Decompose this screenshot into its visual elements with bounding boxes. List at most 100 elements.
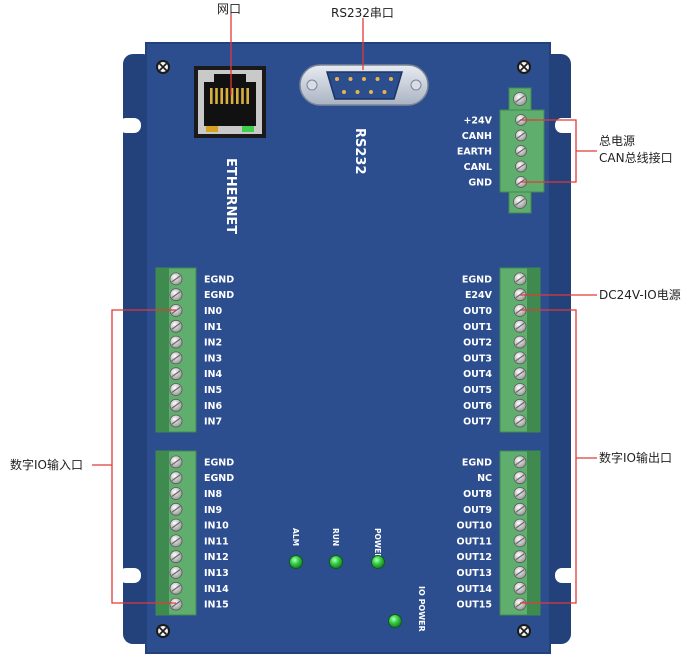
ethernet-pin: [220, 88, 223, 104]
digital-output-annotation: 数字IO输出口: [599, 450, 672, 465]
terminal-pin-label: EGND: [204, 457, 234, 468]
status-led-run: RUN: [329, 528, 343, 569]
rs232-port-annotation: RS232串口: [331, 6, 394, 20]
terminal-pin-label: IN9: [204, 505, 222, 516]
terminal-pin-label: EGND: [462, 274, 492, 285]
ethernet-pin: [246, 88, 249, 104]
terminal-pin-label: IN0: [204, 306, 222, 317]
terminal-pin-label: IN5: [204, 385, 222, 396]
terminal-pin-label: OUT6: [463, 401, 492, 412]
terminal-pin-label: EGND: [462, 457, 492, 468]
led-label: RUN: [331, 528, 340, 546]
left-top-slot: [119, 118, 141, 133]
d9-pin: [389, 77, 393, 81]
terminal-pin-label: OUT1: [463, 322, 492, 333]
terminal-pin-label: IN10: [204, 521, 229, 532]
ethernet-port-annotation: 网口: [217, 2, 241, 16]
terminal-pin-label: IN8: [204, 489, 222, 500]
right-bottom-slot: [555, 568, 577, 583]
power-pin-label: EARTH: [457, 147, 492, 158]
led-label: POWER: [373, 528, 382, 559]
terminal-pin-label: EGND: [204, 274, 234, 285]
d9-pin: [335, 77, 339, 81]
led-indicator: [371, 555, 385, 569]
terminal-pin-label: NC: [477, 473, 492, 484]
terminal-pin-label: E24V: [465, 290, 493, 301]
main-board: [146, 43, 550, 653]
power-pin-label: GND: [468, 178, 492, 189]
terminal-pin-label: OUT13: [457, 568, 493, 579]
terminal-pin-label: IN2: [204, 338, 222, 349]
status-led-power: POWER: [371, 528, 385, 569]
callout-lines: [92, 14, 597, 604]
terminal-pin-label: OUT4: [463, 369, 492, 380]
power-pin-label: CANL: [464, 162, 492, 173]
status-led-alm: ALM: [289, 528, 303, 569]
terminal-pin-label: OUT8: [463, 489, 492, 500]
terminal-pin-label: OUT14: [457, 584, 493, 595]
terminal-pin-label: EGND: [204, 473, 234, 484]
d9-pin: [375, 77, 380, 81]
corner-screw-icon: [156, 624, 170, 638]
terminal-pin-label: IN7: [204, 417, 222, 428]
led-label: ALM: [291, 528, 300, 546]
corner-screw-icon: [156, 60, 170, 74]
corner-screw-icon: [517, 60, 531, 74]
terminal-pin-label: OUT2: [463, 338, 492, 349]
led-indicator: [289, 555, 303, 569]
d9-pin: [362, 77, 366, 81]
terminal-pin-label: IN3: [204, 353, 222, 364]
digital-input-annotation: 数字IO输入口: [10, 457, 83, 472]
terminal-pin-label: IN13: [204, 568, 229, 579]
io-power-board-label: IO POWER: [417, 586, 426, 632]
terminal-pin-label: OUT12: [457, 552, 493, 563]
terminal-pin-label: OUT10: [457, 521, 493, 532]
ethernet-pin: [241, 88, 244, 104]
terminal-pin-label: IN12: [204, 552, 229, 563]
terminal-pin-label: OUT9: [463, 505, 492, 516]
output-terminal-block-2: EGND NC OUT8OUT9OUT10OUT11OUT12OUT13OUT14O…: [457, 450, 541, 616]
left-bottom-slot: [119, 568, 141, 583]
corner-screw-icon: [517, 624, 531, 638]
ethernet-board-label: ETHERNET: [223, 158, 238, 234]
d9-pin: [342, 90, 346, 94]
d9-pin: [355, 90, 360, 94]
terminal-pin-label: OUT0: [463, 306, 492, 317]
d9-pin: [369, 90, 373, 94]
rs232-d9-connector: [299, 64, 429, 106]
terminal-pin-label: OUT7: [463, 417, 492, 428]
d9-pin: [382, 90, 387, 94]
rs232-board-label: RS232: [352, 128, 367, 175]
ethernet-pin: [230, 88, 234, 104]
ethernet-pin: [236, 88, 239, 104]
terminal-pin-label: IN11: [204, 536, 229, 547]
ethernet-pin: [225, 88, 229, 104]
terminal-pin-label: IN14: [204, 584, 229, 595]
io-power-annotation: DC24V-IO电源: [599, 288, 681, 302]
ethernet-pin: [215, 88, 218, 104]
main-power-annotation: 总电源: [599, 134, 635, 148]
power-pin-label: CANH: [462, 131, 492, 142]
terminal-pin-label: IN1: [204, 322, 222, 333]
corner-screws: [156, 60, 531, 638]
terminal-pin-label: OUT15: [457, 600, 493, 611]
terminal-pin-label: OUT5: [463, 385, 492, 396]
terminal-pin-label: EGND: [204, 290, 234, 301]
terminal-pin-label: IN6: [204, 401, 222, 412]
ethernet-port: [194, 66, 266, 138]
ethernet-pin: [210, 88, 213, 104]
terminal-pin-label: OUT3: [463, 353, 492, 364]
terminal-pin-label: IN15: [204, 600, 229, 611]
led-indicator: [329, 555, 343, 569]
io-power-led: [388, 614, 402, 628]
right-top-slot: [555, 118, 577, 133]
terminal-pin-label: OUT11: [457, 536, 493, 547]
d9-pin: [348, 77, 353, 81]
power-pin-label: +24V: [463, 116, 492, 127]
main-board-edge: [145, 42, 551, 654]
